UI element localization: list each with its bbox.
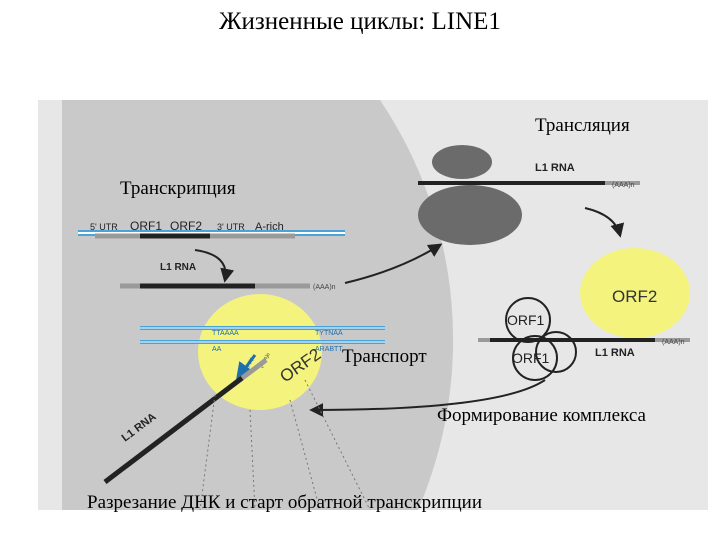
l1-rna-transcript: L1 RNA (AAA)n: [120, 262, 336, 291]
arich-label: A-rich: [255, 221, 284, 233]
l1rna-transcript-label: L1 RNA: [160, 262, 196, 273]
translation-arrow: [584, 207, 625, 238]
aa-bottom-label: AA: [212, 346, 222, 353]
ty-top-label: TYTNAA: [315, 330, 343, 337]
orf2-protein: [580, 248, 690, 338]
export-arrow: [344, 243, 443, 284]
genomic-element: 5' UTR ORF1 ORF2 3' UTR A-rich: [78, 219, 345, 239]
tt-top-label: TTAAAA: [212, 330, 239, 337]
orf2-target-complex: [198, 294, 322, 410]
polya-translation-label: (AAA)n: [612, 182, 635, 189]
utr3-label: 3' UTR: [217, 222, 245, 232]
target-dna: TTAAAA AA TYTNAA ARABTT: [140, 326, 385, 353]
dotted-lines: [199, 379, 371, 511]
page-title: Жизненные циклы: LINE1: [219, 8, 501, 35]
transcription-caption: Транскрипция: [120, 178, 236, 199]
transcription-arrow: [194, 249, 235, 283]
transport-caption: Транспорт: [342, 346, 427, 367]
orf2-protein-label: ORF2: [612, 287, 657, 306]
cleavage-caption: Разрезание ДНК и старт обратной транскри…: [87, 492, 482, 513]
l1rna-translation-label: L1 RNA: [535, 162, 575, 174]
orf1-protein-label-top: ORF1: [507, 312, 545, 328]
ribosome: [418, 145, 522, 245]
ar-bottom-label: ARABTT: [315, 346, 343, 353]
rnp-complex: ORF1 ORF1 L1 RNA (AAA)n: [478, 297, 690, 381]
complex-caption: Формирование комплекса: [437, 405, 646, 426]
translation-rna: L1 RNA (AAA)n: [418, 162, 640, 189]
orf2-gene-label: ORF2: [170, 219, 202, 233]
polya-complex-label: (AAA)n: [662, 339, 685, 346]
orf1-gene-label: ORF1: [130, 219, 162, 233]
orf1-protein-label-bottom: ORF1: [512, 350, 550, 366]
translation-caption: Трансляция: [535, 115, 630, 136]
import-arrow: [309, 379, 546, 417]
utr5-label: 5' UTR: [90, 222, 118, 232]
cdna-arrow: [235, 354, 257, 381]
polya-transcript-label: (AAA)n: [313, 284, 336, 291]
l1rna-complex-label: L1 RNA: [595, 347, 635, 359]
